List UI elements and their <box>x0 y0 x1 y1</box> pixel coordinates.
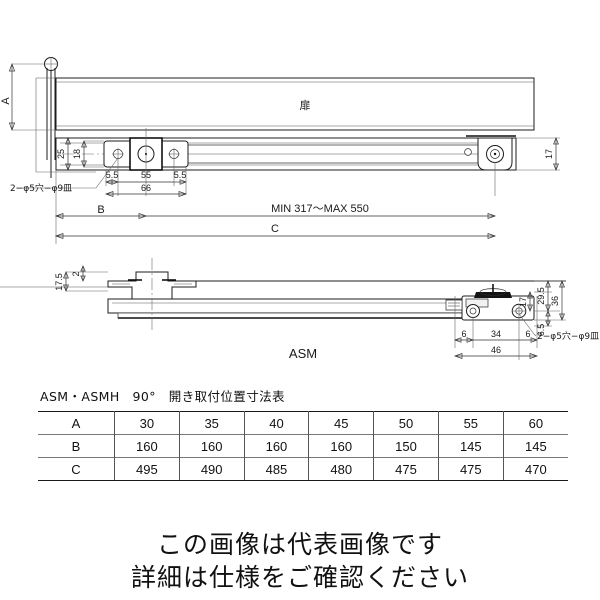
notice-line-1: この画像は代表画像です <box>156 530 443 559</box>
table-row-label: C <box>38 457 115 481</box>
dim-label-C: C <box>271 223 279 235</box>
table-cell: 160 <box>114 434 180 458</box>
dimension-B: B <box>54 204 148 219</box>
table-cell: 60 <box>502 411 568 435</box>
table-cell: 470 <box>502 457 568 481</box>
dimension-17p5: 17.5 <box>54 271 108 292</box>
product-label: ASM <box>289 346 317 361</box>
table-cell: 145 <box>502 434 568 458</box>
dim-label-17-upper: 17 <box>544 149 554 159</box>
lower-view: 17.5 2 36 29.5 17 <box>0 258 599 361</box>
dimension-17-upper: 17 <box>544 137 559 171</box>
hole-note-upper-label: 2−φ5穴−φ9皿 <box>10 182 72 194</box>
table-cell: 490 <box>178 457 245 481</box>
dim-label-46: 46 <box>491 345 501 355</box>
hinge-pivot <box>36 57 58 178</box>
dim-label-34: 34 <box>491 329 501 339</box>
dimension-C: C <box>54 223 497 239</box>
notice-line-2: 詳細は仕様をご確認ください <box>130 563 469 592</box>
door-label: 扉 <box>300 99 311 112</box>
dimension-18: 18 <box>72 140 104 168</box>
dim-label-5p5-right: 5.5 <box>174 170 187 180</box>
hole-note-lower-label: 2−φ5穴−φ9皿 <box>537 330 599 342</box>
dim-label-66: 66 <box>141 183 151 193</box>
dim-label-B: B <box>97 204 104 216</box>
hole-note-upper: 2−φ5穴−φ9皿 <box>10 78 119 194</box>
dim-label-36: 36 <box>550 296 560 306</box>
table-cell: 160 <box>178 434 245 458</box>
door-panel <box>55 77 535 131</box>
table-cell: 150 <box>373 434 439 458</box>
dim-label-6-left: 6 <box>461 329 466 339</box>
upper-view: A 25 18 5.5 55 5.5 <box>0 57 560 244</box>
table-cell: 30 <box>114 411 180 435</box>
dimension-2: 2 <box>71 265 86 282</box>
dimension-stroke-range: MIN 317〜MAX 550 <box>146 203 497 219</box>
dimension-36: 36 <box>546 280 566 321</box>
dim-label-A: A <box>0 97 12 105</box>
arm-pivot-right <box>464 135 516 196</box>
table-cell: 480 <box>308 457 375 481</box>
dimension-17-lower: 17 <box>518 291 533 312</box>
table-cell: 45 <box>308 411 375 435</box>
dim-label-2: 2 <box>71 271 81 276</box>
dimension-shoe-holes: 6 34 6 <box>454 329 538 343</box>
dimension-29p5: 29.5 <box>536 280 551 312</box>
dim-label-5p5-left: 5.5 <box>106 170 119 180</box>
hole-note-lower: 2−φ5穴−φ9皿 <box>518 313 599 342</box>
dimension-bracket-holes: 5.5 55 5.5 <box>105 167 187 194</box>
dim-label-55: 55 <box>141 170 151 180</box>
dim-label-18: 18 <box>72 149 82 159</box>
table-cell: 160 <box>243 434 310 458</box>
dim-label-25: 25 <box>56 149 66 159</box>
dimension-46: 46 <box>453 345 539 359</box>
dimension-25: 25 <box>56 137 71 171</box>
dimension-6p5: 6.5 <box>534 310 552 337</box>
table-cell: 485 <box>243 457 310 481</box>
arm-shoe-right <box>445 284 535 321</box>
table-cell: 55 <box>437 411 504 435</box>
table-cell: 35 <box>178 411 245 435</box>
table-caption: ASM・ASMH 90° 開き取付位置寸法表 <box>40 389 285 404</box>
table-cell: 475 <box>373 457 439 481</box>
dim-label-6p5: 6.5 <box>536 324 546 337</box>
slide-arm <box>111 144 505 164</box>
table-cell: 40 <box>243 411 310 435</box>
table-cell: 50 <box>373 411 439 435</box>
dimension-A: A <box>0 62 56 132</box>
representative-image-notice: この画像は代表画像です 詳細は仕様をご確認ください <box>0 528 600 594</box>
table-cell: 475 <box>437 457 504 481</box>
dim-label-6-right: 6 <box>525 329 530 339</box>
table-cell: 160 <box>308 434 375 458</box>
table-cell: 145 <box>437 434 504 458</box>
dim-label-29p5: 29.5 <box>536 287 546 305</box>
dim-label-17p5: 17.5 <box>54 273 64 291</box>
table-row-label: A <box>38 411 115 435</box>
dimension-66: 66 <box>104 183 188 197</box>
dim-label-17-lower: 17 <box>518 297 528 307</box>
table-cell: 495 <box>114 457 180 481</box>
table-row-label: B <box>38 434 115 458</box>
dim-label-stroke-range: MIN 317〜MAX 550 <box>271 203 369 215</box>
